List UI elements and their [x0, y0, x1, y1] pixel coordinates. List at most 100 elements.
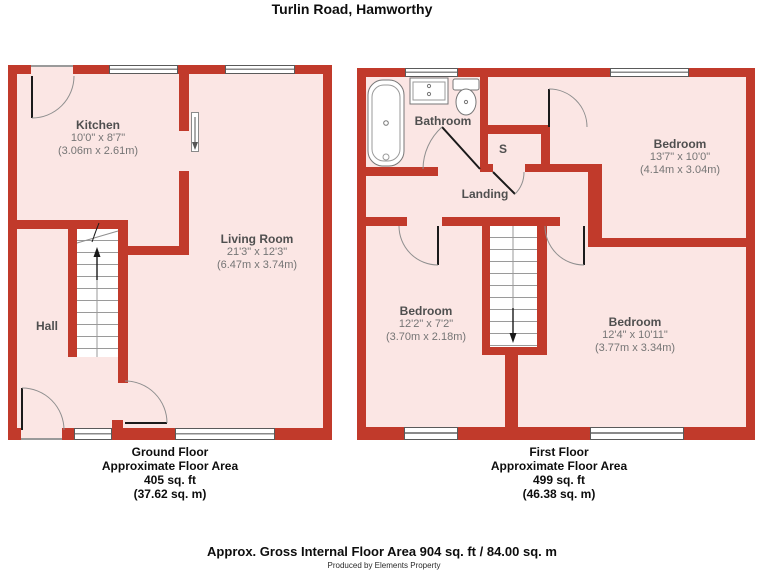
window	[175, 428, 275, 440]
store-wall	[541, 125, 550, 172]
wall-segment	[62, 428, 74, 440]
door-opening-line	[21, 438, 62, 440]
room-name: Bedroom	[399, 304, 453, 318]
store-wall	[480, 125, 549, 134]
room-label-kitchen: Kitchen 10'0" x 8'7" (3.06m x 2.61m)	[58, 119, 138, 158]
caption-line: (46.38 sq. m)	[522, 487, 596, 501]
wall-segment	[684, 427, 755, 440]
bathroom-wall	[366, 167, 438, 176]
first-floor-plan: Bathroom S Landing Bedroom 13'7" x 10'0"…	[357, 68, 755, 440]
wall-segment	[295, 65, 332, 74]
caption-line: Ground Floor	[131, 445, 209, 459]
wall-segment	[112, 428, 175, 440]
wall-segment	[357, 68, 366, 440]
window	[404, 427, 458, 440]
door-arc	[21, 387, 65, 431]
kitchen-divider-wall	[179, 74, 189, 131]
door-arc	[544, 225, 585, 266]
staircase	[490, 226, 537, 347]
window	[405, 68, 458, 77]
door-arc	[514, 171, 525, 195]
window	[109, 65, 178, 74]
room-dim-ft: 13'7" x 10'0"	[649, 151, 711, 163]
sink-tap	[426, 83, 432, 89]
door-arc	[124, 380, 168, 424]
staircase	[77, 229, 118, 357]
stair-wall	[490, 217, 537, 226]
room-dim-m: (3.70m x 2.18m)	[385, 331, 467, 343]
room-dim-ft: 10'0" x 8'7"	[70, 132, 126, 144]
caption-line: (37.62 sq. m)	[133, 487, 207, 501]
room-name: Kitchen	[75, 118, 120, 132]
wall-segment	[275, 428, 332, 440]
door-arc	[398, 225, 439, 266]
bathtub-inner	[371, 84, 401, 162]
door-arc	[422, 126, 443, 170]
bathtub-icon	[367, 79, 405, 167]
hall-wall	[17, 220, 128, 229]
bathtub-tap	[382, 153, 390, 161]
window	[590, 427, 684, 440]
room-dim-m: (6.47m x 3.74m)	[216, 259, 298, 271]
stair-wall	[482, 347, 547, 355]
bedroom-wall	[588, 164, 602, 247]
room-name: Landing	[461, 187, 509, 201]
wall-segment	[8, 65, 17, 440]
wall-segment	[73, 65, 109, 74]
wall-segment	[8, 428, 21, 440]
wall-segment	[458, 68, 610, 77]
caption-line: 405 sq. ft	[143, 473, 197, 487]
wall-segment	[357, 68, 405, 77]
room-dim-m: (3.06m x 2.61m)	[57, 145, 139, 157]
room-label-bathroom: Bathroom	[415, 115, 472, 128]
wall-segment	[112, 420, 123, 428]
room-name: Hall	[35, 319, 59, 333]
door-opening-line	[31, 65, 73, 67]
first-floor-caption: First Floor Approximate Floor Area 499 s…	[491, 445, 627, 501]
wall-segment	[8, 65, 31, 74]
landing-wall	[537, 217, 560, 226]
window	[610, 68, 689, 77]
room-dim-ft: 21'3" x 12'3"	[226, 246, 288, 258]
room-label-store: S	[499, 143, 507, 156]
door-leaf	[441, 126, 481, 170]
caption-line: Approximate Floor Area	[490, 459, 628, 473]
room-label-bedroom-1: Bedroom 13'7" x 10'0" (4.14m x 3.04m)	[640, 138, 720, 177]
room-dim-m: (4.14m x 3.04m)	[639, 164, 721, 176]
stair-wall	[118, 229, 128, 383]
bedroom-wall	[602, 238, 755, 247]
stair-wall	[68, 229, 77, 357]
caption-line: First Floor	[529, 445, 589, 459]
room-name: Bedroom	[608, 315, 662, 329]
ground-floor-caption: Ground Floor Approximate Floor Area 405 …	[102, 445, 238, 501]
gross-area-text: Approx. Gross Internal Floor Area 904 sq…	[207, 544, 557, 559]
room-name: Bedroom	[653, 137, 707, 151]
window	[74, 428, 112, 440]
kitchen-divider-wall	[179, 171, 189, 255]
room-name: Living Room	[220, 232, 294, 246]
toilet-cistern	[452, 78, 480, 91]
room-name: S	[498, 142, 508, 156]
sink-drain	[426, 91, 432, 97]
bathtub-drain	[383, 120, 389, 126]
opening-marker	[191, 112, 199, 152]
bathroom-wall	[480, 77, 488, 172]
wall-segment	[357, 427, 404, 440]
wall-segment	[323, 65, 332, 440]
room-label-landing: Landing	[462, 188, 509, 201]
caption-line: Approximate Floor Area	[101, 459, 239, 473]
room-label-bedroom-2: Bedroom 12'2" x 7'2" (3.70m x 2.18m)	[386, 305, 466, 344]
ground-floor-plan: Kitchen 10'0" x 8'7" (3.06m x 2.61m) Liv…	[8, 65, 332, 440]
window	[225, 65, 295, 74]
room-dim-m: (3.77m x 3.34m)	[594, 342, 676, 354]
door-arc	[548, 88, 588, 128]
wall-segment	[178, 65, 225, 74]
stair-wall	[537, 226, 547, 355]
bedroom-divider-wall	[505, 355, 518, 427]
wall-segment	[118, 246, 189, 255]
caption-line: 499 sq. ft	[532, 473, 586, 487]
room-name: Bathroom	[414, 114, 472, 128]
landing-wall	[366, 217, 407, 226]
landing-wall	[442, 217, 490, 226]
